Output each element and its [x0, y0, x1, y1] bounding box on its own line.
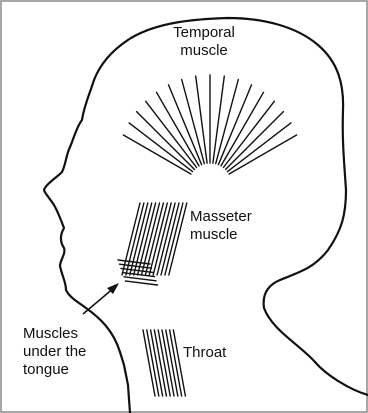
temporal-fiber [123, 135, 190, 174]
masseter-label-line-1: Masseter [190, 208, 290, 226]
masseter-fiber [149, 203, 167, 275]
masseter-fiber [126, 203, 144, 275]
temporal-muscle-fibers [123, 75, 296, 174]
temporal-fiber [157, 92, 200, 166]
temporal-fiber [226, 112, 284, 170]
under-tongue-fiber [126, 281, 158, 285]
temporal-fiber [221, 92, 264, 166]
temporal-muscle-label: Temporal muscle [160, 24, 248, 60]
temporal-fiber [213, 76, 224, 163]
temporal-label-line-2: muscle [160, 42, 248, 60]
under-tongue-label-line-1: Muscles [23, 325, 123, 343]
temporal-fiber [137, 112, 195, 170]
masseter-fiber [161, 203, 179, 275]
under-tongue-label-line-2: under the [23, 343, 123, 361]
masseter-fiber [165, 203, 183, 275]
temporal-fiber [129, 123, 192, 172]
temporal-fiber [216, 80, 239, 164]
temporal-fiber [228, 123, 291, 172]
throat-muscle-label: Throat [183, 344, 253, 362]
throat-label-line-1: Throat [183, 344, 253, 362]
masseter-fiber [157, 203, 175, 275]
masseter-muscle-label: Masseter muscle [190, 208, 290, 244]
masseter-label-line-2: muscle [190, 226, 290, 244]
masseter-fiber [153, 203, 171, 275]
temporal-label-line-1: Temporal [160, 24, 248, 42]
under-tongue-fiber [121, 268, 153, 272]
masseter-fiber [130, 203, 148, 275]
under-tongue-label-line-3: tongue [23, 361, 123, 379]
temporal-fiber [229, 135, 297, 174]
under-tongue-muscles-label: Muscles under the tongue [23, 325, 123, 379]
throat-muscle-fibers [143, 330, 185, 396]
temporal-fiber [196, 76, 207, 163]
masseter-fiber [169, 203, 187, 275]
temporal-fiber [182, 80, 205, 164]
under-tongue-fiber [124, 277, 156, 281]
masseter-muscle-fibers [122, 203, 187, 275]
